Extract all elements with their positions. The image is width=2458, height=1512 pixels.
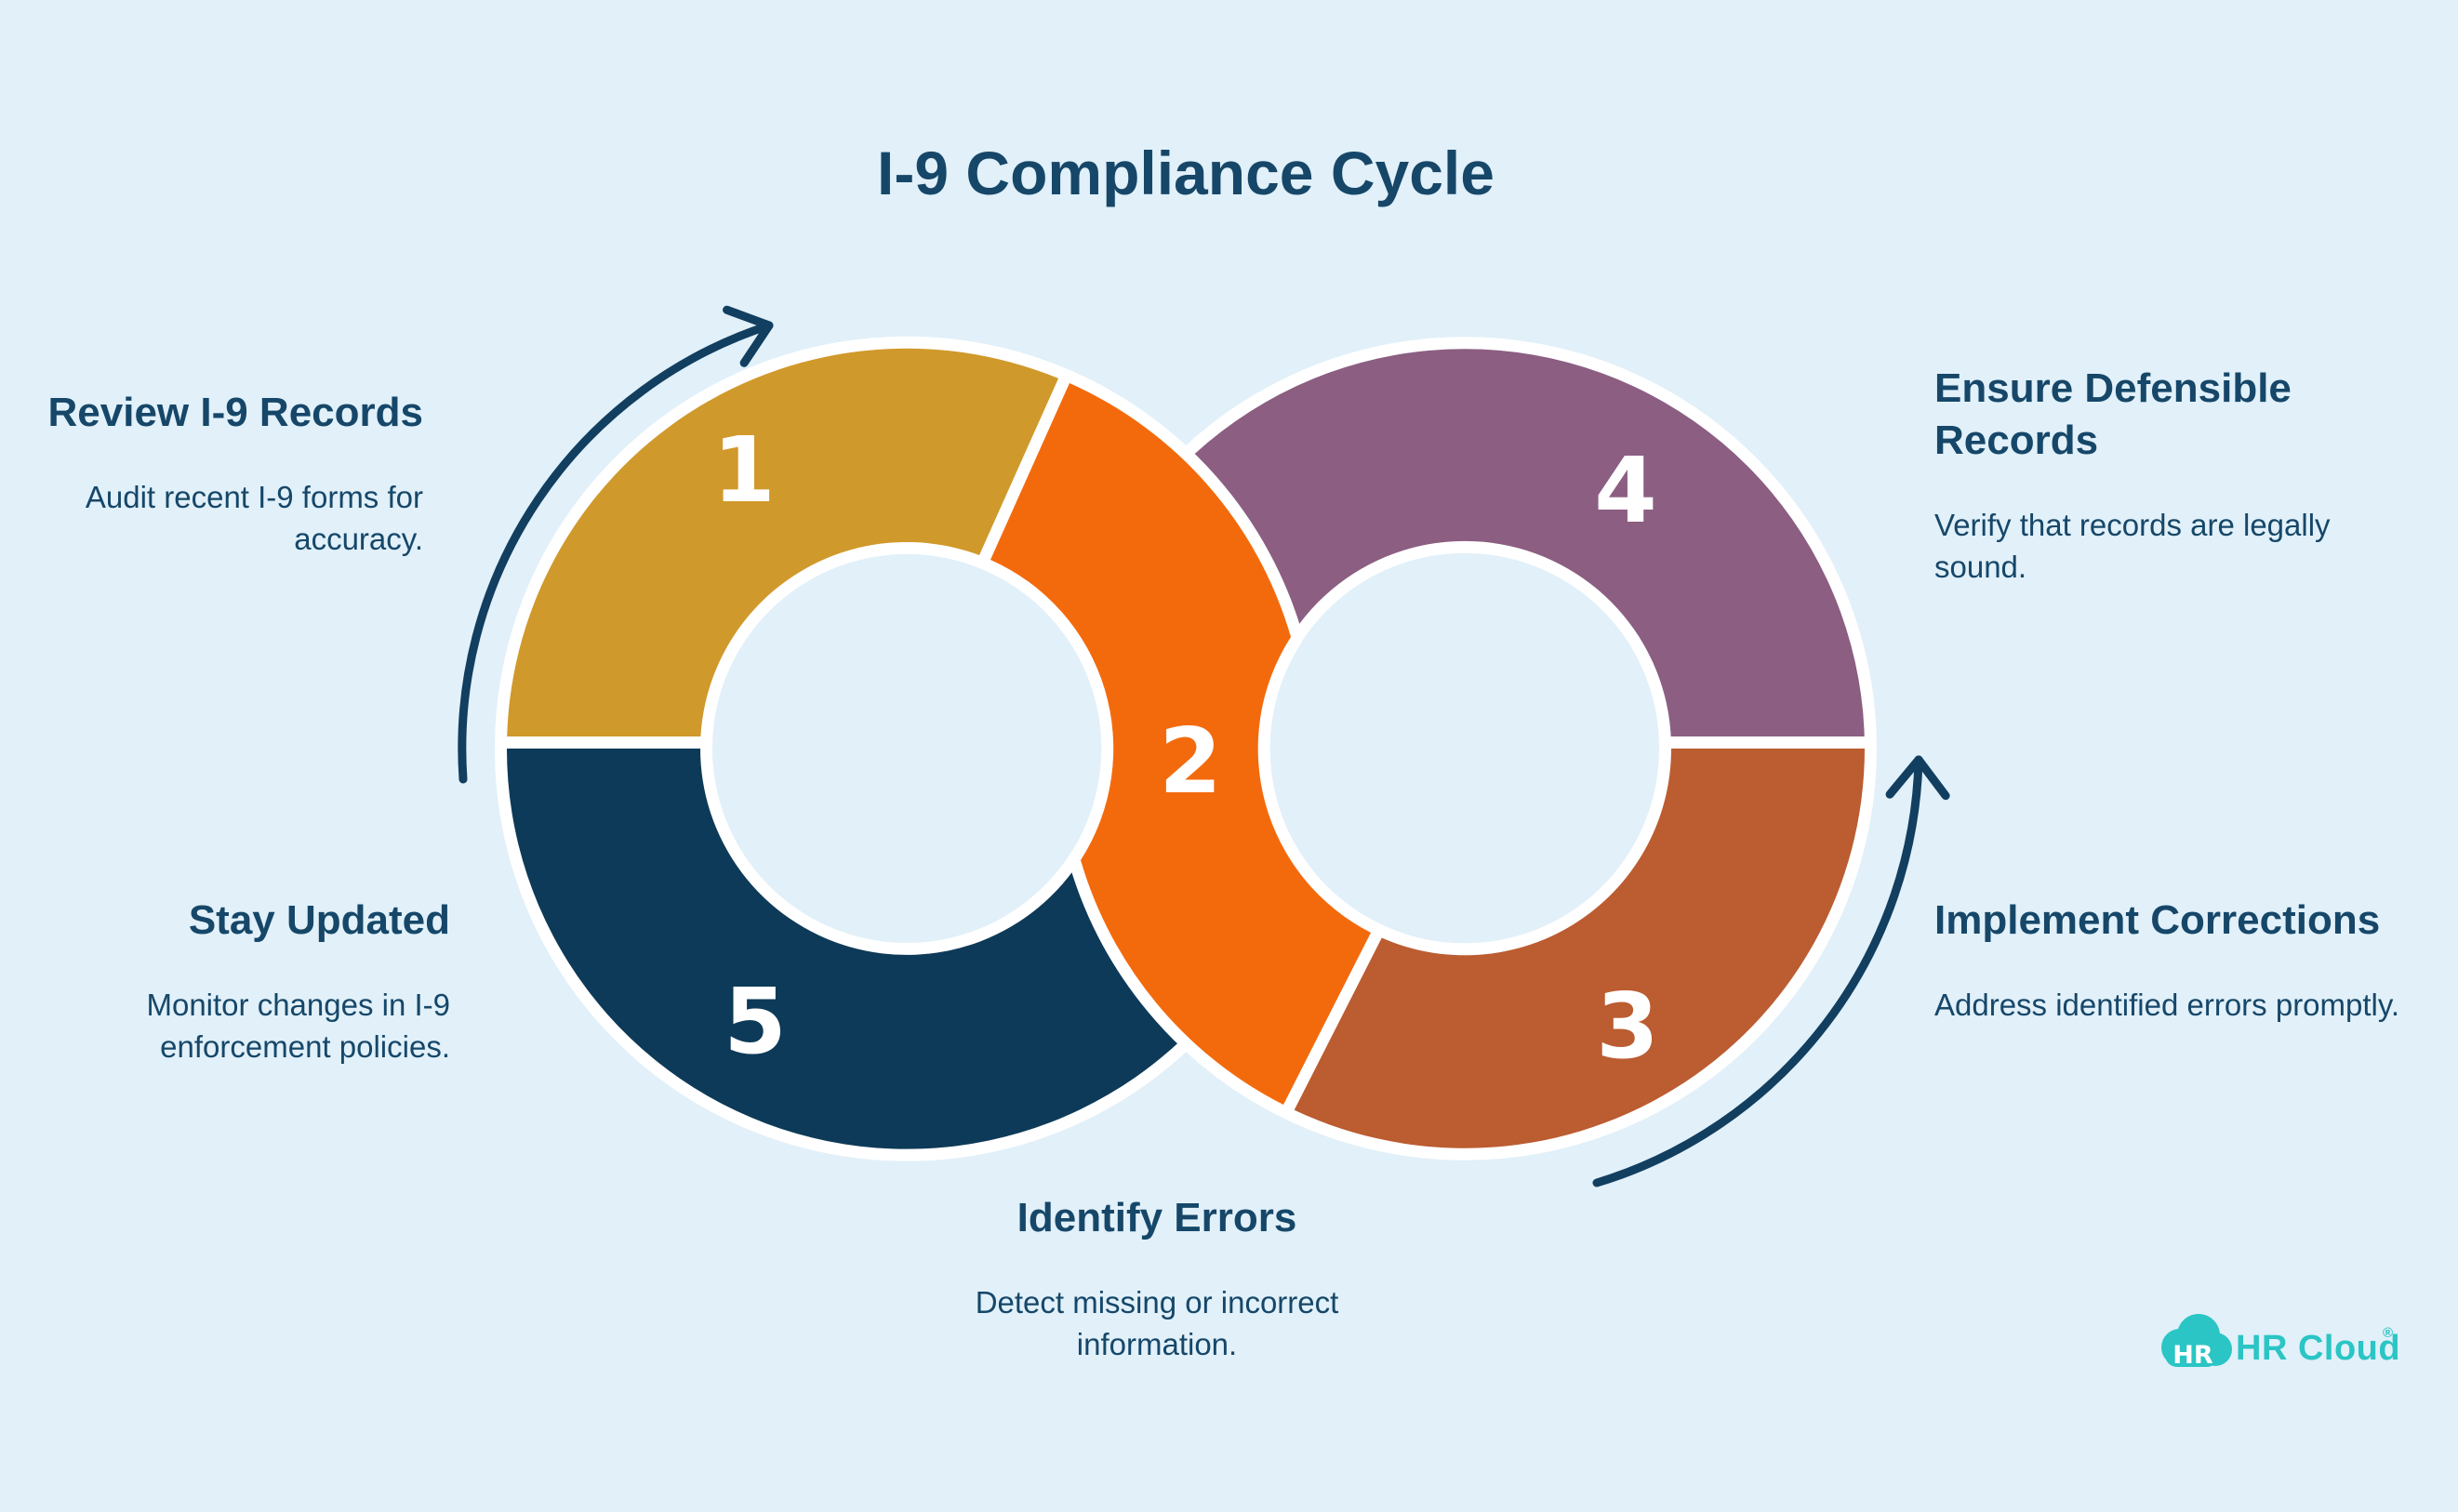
cycle-arrow-top-left: [458, 305, 774, 784]
step-3-text-block: Implement Corrections Address identified…: [1934, 895, 2409, 1026]
page-title: I-9 Compliance Cycle: [877, 139, 1495, 207]
hr-cloud-logo: HR HR Cloud ®: [2161, 1314, 2400, 1370]
step-number-4: 4: [1594, 438, 1657, 543]
step-3-heading: Implement Corrections: [1934, 897, 2381, 943]
step-1-description: Audit recent I-9 forms for accuracy.: [85, 480, 423, 556]
logo-wordmark: HR Cloud: [2236, 1329, 2400, 1368]
step-2-text-block: Identify Errors Detect missing or incorr…: [897, 1192, 1417, 1365]
step-3-description: Address identified errors promptly.: [1934, 988, 2400, 1022]
step-1-text-block: Review I-9 Records Audit recent I-9 form…: [0, 387, 424, 560]
logo-registered-mark: ®: [2383, 1325, 2393, 1341]
cloud-badge-text: HR: [2172, 1341, 2213, 1370]
step-4-description: Verify that records are legally sound.: [1934, 508, 2331, 584]
step-number-2: 2: [1159, 709, 1222, 814]
step-number-5: 5: [724, 969, 787, 1074]
cycle-arrow-bottom-right: [1592, 755, 1950, 1187]
step-2-heading: Identify Errors: [1016, 1195, 1297, 1240]
step-4-heading: Ensure Defensible Records: [1934, 365, 2292, 463]
step-5-heading: Stay Updated: [188, 897, 450, 943]
cloud-icon: [2161, 1314, 2232, 1367]
step-4-text-block: Ensure Defensible Records Verify that re…: [1934, 363, 2409, 588]
step-1-heading: Review I-9 Records: [47, 390, 424, 435]
step-number-3: 3: [1596, 974, 1659, 1079]
step-number-1: 1: [712, 418, 776, 523]
step-5-description: Monitor changes in I-9 enforcement polic…: [146, 988, 450, 1064]
step-5-text-block: Stay Updated Monitor changes in I-9 enfo…: [13, 895, 450, 1068]
step-2-description: Detect missing or incorrect information.: [975, 1285, 1339, 1361]
